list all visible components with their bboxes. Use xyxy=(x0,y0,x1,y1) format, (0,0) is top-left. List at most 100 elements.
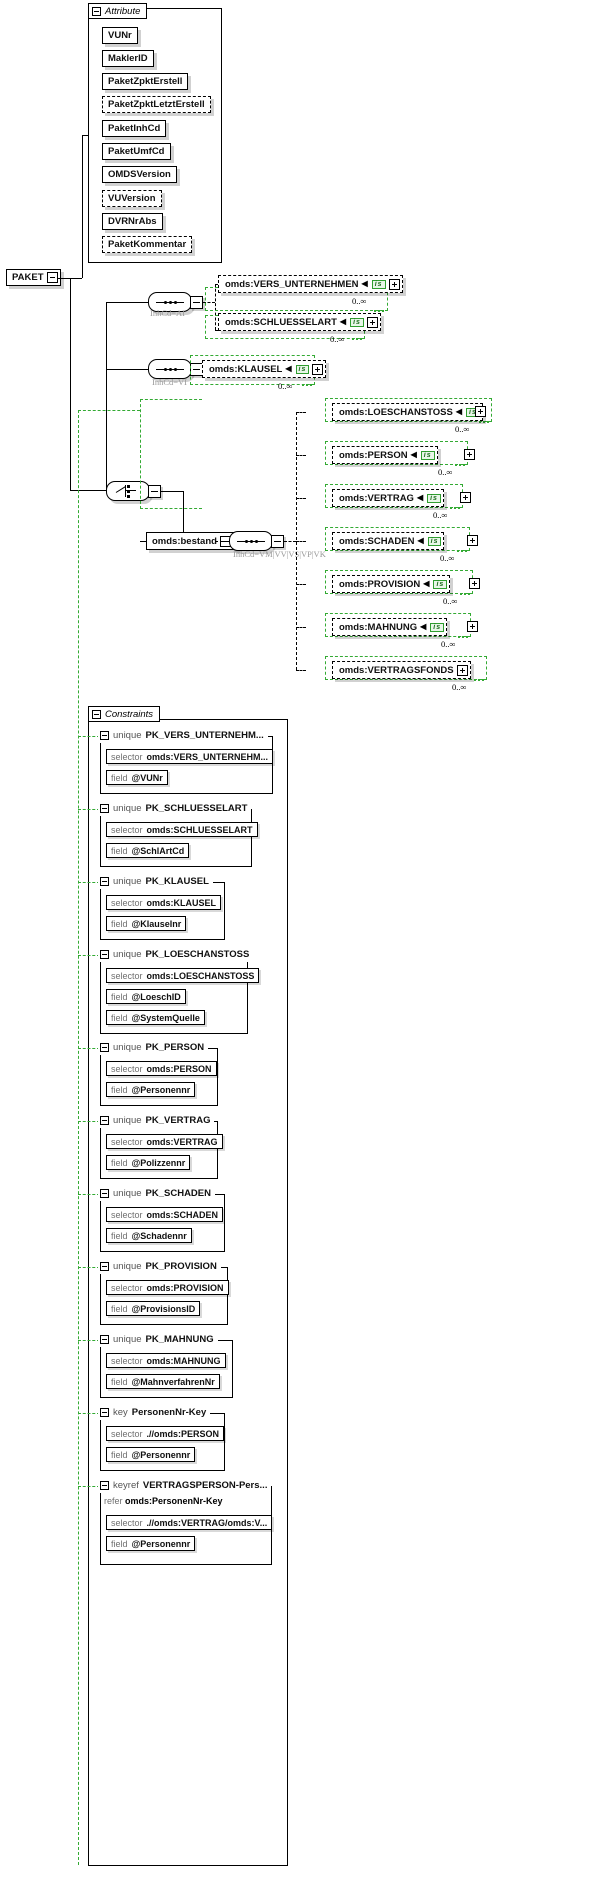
constraint-title-pk-mahnung[interactable]: unique PK_MAHNUNG xyxy=(98,1332,218,1347)
constraints-panel-header[interactable]: Constraints xyxy=(88,706,161,722)
constraint-collapse-icon[interactable] xyxy=(100,804,109,813)
constraint-row-selector[interactable]: selector omds:PERSON xyxy=(106,1061,217,1076)
attribute-vuversion[interactable]: VUVersion xyxy=(102,190,162,207)
element-expander-icon-provision[interactable] xyxy=(469,578,480,589)
attribute-paketumfcd[interactable]: PaketUmfCd xyxy=(102,143,171,160)
attribute-paketzpkterstell[interactable]: PaketZpktErstell xyxy=(102,73,189,90)
constraint-collapse-icon[interactable] xyxy=(100,1189,109,1198)
constraint-collapse-icon[interactable] xyxy=(100,731,109,740)
element-expander-icon[interactable] xyxy=(388,278,400,290)
constraint-collapse-icon[interactable] xyxy=(100,1408,109,1417)
constraint-row-field[interactable]: field @Schadennr xyxy=(106,1228,192,1243)
element-label: omds:PERSON xyxy=(339,449,408,461)
constraint-row-selector[interactable]: selector omds:KLAUSEL xyxy=(106,895,222,910)
constraint-row-selector[interactable]: selector .//omds:VERTRAG/omds:V... xyxy=(106,1515,273,1530)
constraint-title-pk-loeschanstoss[interactable]: unique PK_LOESCHANSTOSS xyxy=(98,947,254,962)
element-expander-icon[interactable] xyxy=(366,316,378,328)
constraint-row-selector[interactable]: selector omds:SCHLUESSELART xyxy=(106,822,258,837)
connector xyxy=(296,498,306,499)
constraint-title-pk-provision[interactable]: unique PK_PROVISION xyxy=(98,1259,221,1274)
attribute-paketzpktletzterstell[interactable]: PaketZpktLetztErstell xyxy=(102,96,211,113)
attribute-paketinhcd[interactable]: PaketInhCd xyxy=(102,120,167,137)
constraint-collapse-icon[interactable] xyxy=(100,1043,109,1052)
row-value: @SchlArtCd xyxy=(131,845,185,856)
constraint-title-pk-vers-unternehm[interactable]: unique PK_VERS_UNTERNEHM... xyxy=(98,728,268,743)
constraint-row-field[interactable]: field @Personennr xyxy=(106,1536,196,1551)
element-vertrag[interactable]: omds:VERTRAG ◀ is xyxy=(332,489,444,507)
constraint-row-field[interactable]: field @SchlArtCd xyxy=(106,843,190,858)
element-expander-icon[interactable] xyxy=(312,363,324,375)
sequence-compositor-ai[interactable] xyxy=(148,292,192,312)
constraint-collapse-icon[interactable] xyxy=(100,1262,109,1271)
constraint-title-pk-vertrag[interactable]: unique PK_VERTRAG xyxy=(98,1113,215,1128)
constraint-row-selector[interactable]: selector omds:VERS_UNTERNEHM... xyxy=(106,749,274,764)
element-klausel[interactable]: omds:KLAUSEL ◀ is xyxy=(202,360,327,378)
constraint-kind: keyref xyxy=(113,1480,139,1491)
row-value: @SystemQuelle xyxy=(131,1012,200,1023)
attribute-dvrnrabs[interactable]: DVRNrAbs xyxy=(102,213,163,230)
element-expander-icon-person[interactable] xyxy=(464,449,475,460)
attribute-panel-collapse-icon[interactable] xyxy=(92,6,101,16)
sequence-compositor-vi[interactable] xyxy=(148,359,192,379)
constraint-row-field[interactable]: field @Polizzennr xyxy=(106,1155,191,1170)
root-element-paket[interactable]: PAKET xyxy=(6,269,61,286)
sequence-bestand-collapse-icon[interactable] xyxy=(271,535,284,548)
constraint-row-field[interactable]: field @Personennr xyxy=(106,1082,196,1097)
constraint-row-selector[interactable]: selector omds:MAHNUNG xyxy=(106,1353,226,1368)
root-expander-icon[interactable] xyxy=(46,272,58,283)
connector xyxy=(140,399,141,509)
element-expander-icon-loeschanstoss[interactable] xyxy=(475,406,486,417)
element-expander-icon-vertrag[interactable] xyxy=(460,492,471,503)
constraint-collapse-icon[interactable] xyxy=(100,1335,109,1344)
element-mahnung[interactable]: omds:MAHNUNG ◀ is xyxy=(332,618,448,636)
constraint-title-vertragsperson-keyref[interactable]: keyref VERTRAGSPERSON-Pers... xyxy=(98,1478,272,1493)
element-expander-icon-mahnung[interactable] xyxy=(467,621,478,632)
connector xyxy=(106,302,107,490)
constraint-collapse-icon[interactable] xyxy=(100,1116,109,1125)
attribute-vunr[interactable]: VUNr xyxy=(102,27,138,44)
element-schluesselart[interactable]: omds:SCHLUESSELART ◀ is xyxy=(218,313,381,331)
element-expander-icon[interactable] xyxy=(456,664,468,676)
element-person[interactable]: omds:PERSON ◀ is xyxy=(332,446,438,464)
attribute-panel-header[interactable]: Attribute xyxy=(88,3,148,19)
choice-root-collapse-icon[interactable] xyxy=(148,485,161,498)
sequence-compositor-bestand[interactable] xyxy=(229,531,273,551)
constraint-row-field[interactable]: field @LoeschID xyxy=(106,989,186,1004)
constraint-title-pk-schaden[interactable]: unique PK_SCHADEN xyxy=(98,1186,215,1201)
element-loeschanstoss[interactable]: omds:LOESCHANSTOSS ◀ is xyxy=(332,403,483,421)
constraint-title-pk-schluesselart[interactable]: unique PK_SCHLUESSELART xyxy=(98,801,252,816)
row-keyword: selector xyxy=(111,970,143,981)
constraint-row-selector[interactable]: selector omds:LOESCHANSTOSS xyxy=(106,968,260,983)
sequence-ai-collapse-icon[interactable] xyxy=(190,296,203,309)
element-schaden[interactable]: omds:SCHADEN ◀ is xyxy=(332,532,445,550)
constraints-rail-stub xyxy=(78,809,100,810)
constraint-collapse-icon[interactable] xyxy=(100,950,109,959)
constraint-collapse-icon[interactable] xyxy=(100,877,109,886)
constraint-row-selector[interactable]: selector omds:VERTRAG xyxy=(106,1134,223,1149)
constraint-row-selector[interactable]: selector omds:SCHADEN xyxy=(106,1207,224,1222)
constraint-row-field[interactable]: field @SystemQuelle xyxy=(106,1010,205,1025)
constraint-row-selector[interactable]: selector omds:PROVISION xyxy=(106,1280,229,1295)
element-expander-icon-schaden[interactable] xyxy=(467,535,478,546)
constraint-row-field[interactable]: field @VUNr xyxy=(106,770,168,785)
constraint-title-personennr-key[interactable]: key PersonenNr-Key xyxy=(98,1405,211,1420)
element-provision[interactable]: omds:PROVISION ◀ is xyxy=(332,575,451,593)
constraint-row-field[interactable]: field @Personennr xyxy=(106,1447,196,1462)
attribute-maklerid[interactable]: MaklerID xyxy=(102,50,154,67)
constraint-row-selector[interactable]: selector .//omds:PERSON xyxy=(106,1426,225,1441)
constraint-row-field[interactable]: field @MahnverfahrenNr xyxy=(106,1374,220,1389)
attribute-omdsversion[interactable]: OMDSVersion xyxy=(102,166,177,183)
constraint-kind: key xyxy=(113,1407,128,1418)
element-vers-unternehmen[interactable]: omds:VERS_UNTERNEHMEN ◀ is xyxy=(218,275,403,293)
constraint-title-pk-klausel[interactable]: unique PK_KLAUSEL xyxy=(98,874,213,889)
constraint-row-field[interactable]: field @Klauselnr xyxy=(106,916,187,931)
constraints-panel-collapse-icon[interactable] xyxy=(92,709,101,719)
constraint-refer-row: refer omds:PersonenNr-Key xyxy=(104,1496,223,1506)
element-vertragsfonds[interactable]: omds:VERTRAGSFONDS xyxy=(332,661,471,679)
constraint-collapse-icon[interactable] xyxy=(100,1481,109,1490)
constraint-title-pk-person[interactable]: unique PK_PERSON xyxy=(98,1040,209,1055)
attribute-paketkommentar[interactable]: PaketKommentar xyxy=(102,236,193,253)
constraint-name: PK_PROVISION xyxy=(145,1261,217,1272)
constraint-row-field[interactable]: field @ProvisionsID xyxy=(106,1301,201,1316)
row-keyword: field xyxy=(111,1538,128,1549)
